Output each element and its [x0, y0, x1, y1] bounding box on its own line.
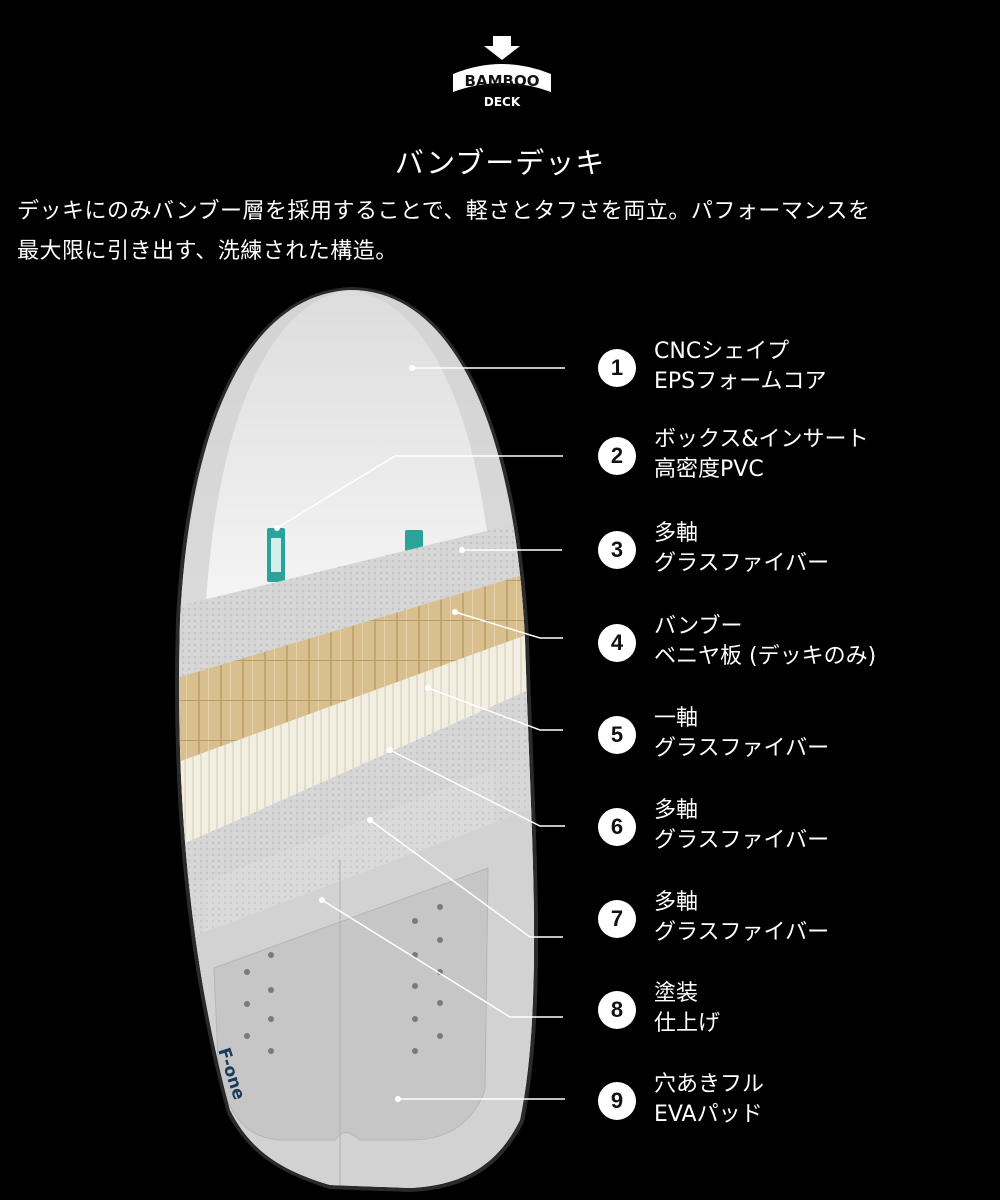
legend-line2: EPSフォームコア	[654, 369, 827, 394]
legend-line1: CNCシェイプ	[654, 339, 790, 364]
legend-line2: グラスファイバー	[654, 828, 830, 853]
number-badge: 9	[598, 1082, 636, 1120]
description: デッキにのみバンブー層を採用することで、軽さとタフさを両立。パフォーマンスを 最…	[17, 192, 992, 272]
legend-line1: 一軸	[654, 706, 699, 731]
legend-line1: ボックス&インサート	[654, 427, 869, 452]
legend-line1: 穴あきフル	[654, 1072, 765, 1097]
legend-line2: グラスファイバー	[654, 551, 830, 576]
legend-line2: EVAパッド	[654, 1102, 763, 1127]
bamboo-deck-badge: BAMBOO DECK	[453, 36, 551, 109]
number-badge: 7	[598, 900, 636, 938]
number-badge: 1	[598, 349, 636, 387]
number-badge: 4	[598, 624, 636, 662]
down-arrow-icon	[484, 36, 520, 60]
legend-line2: ベニヤ板 (デッキのみ)	[654, 644, 877, 669]
legend-line2: 高密度PVC	[654, 457, 764, 482]
description-line-2: 最大限に引き出す、洗練された構造。	[17, 239, 398, 264]
page-title: バンブーデッキ	[394, 146, 606, 180]
leader-lines	[276, 367, 565, 1100]
badge-line1: BAMBOO	[465, 72, 540, 90]
badge-line2: DECK	[484, 95, 521, 109]
number-badge: 3	[598, 531, 636, 569]
eva-pad	[213, 867, 489, 1141]
legend-line2: 仕上げ	[654, 1011, 721, 1036]
legend-line2: グラスファイバー	[654, 736, 830, 761]
legend-line2: グラスファイバー	[654, 920, 830, 945]
legend-line1: 多軸	[654, 521, 699, 546]
pad-dots	[244, 904, 443, 1054]
legend-line1: 塗装	[654, 981, 699, 1006]
legend-line1: バンブー	[654, 614, 743, 639]
number-badge: 5	[598, 716, 636, 754]
legend-line1: 多軸	[654, 890, 699, 915]
description-line-1: デッキにのみバンブー層を採用することで、軽さとタフさを両立。パフォーマンスを	[17, 199, 871, 224]
legend-line1: 多軸	[654, 798, 699, 823]
number-badge: 2	[598, 437, 636, 475]
number-badge: 8	[598, 991, 636, 1029]
number-badge: 6	[598, 808, 636, 846]
